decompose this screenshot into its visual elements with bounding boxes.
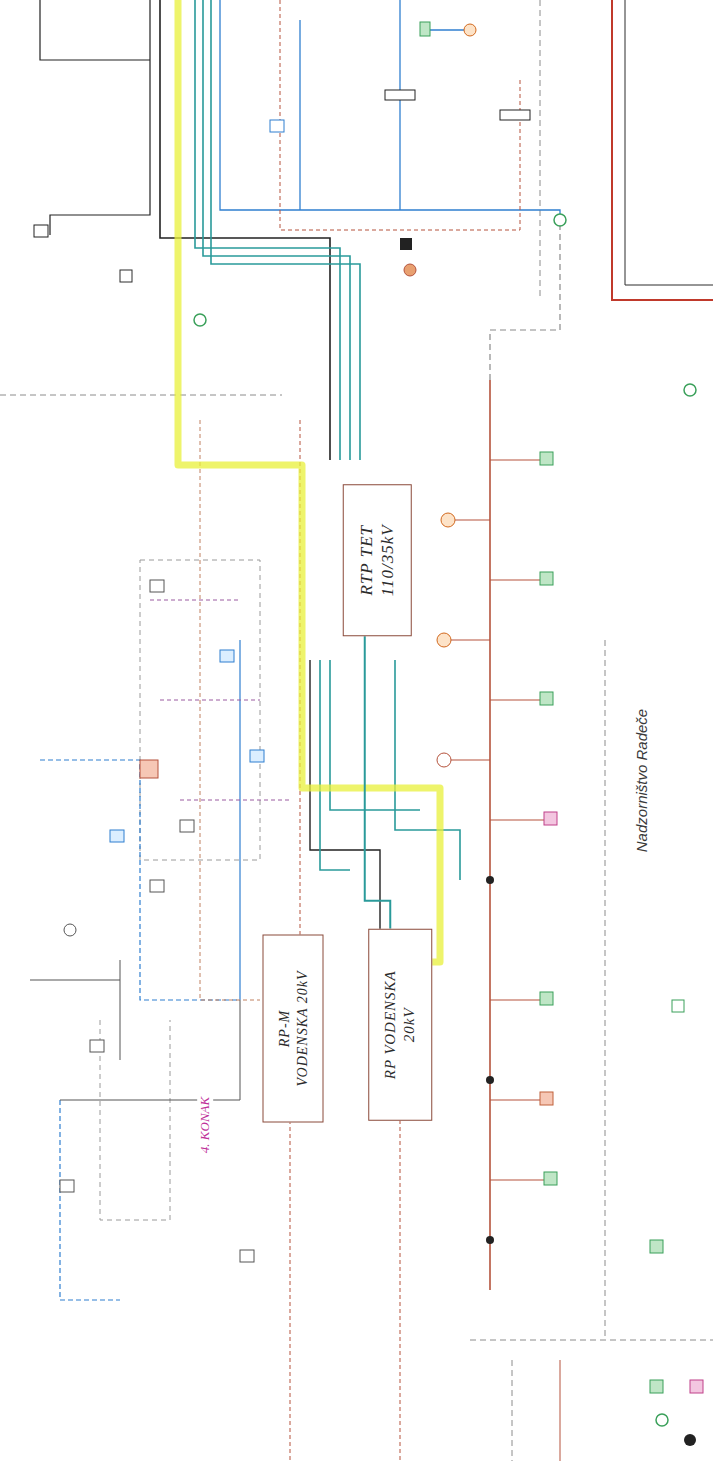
station-symbol — [180, 820, 194, 832]
cable-line — [299, 20, 300, 210]
cable-line — [310, 660, 380, 930]
station-symbol — [110, 830, 124, 842]
junction-dot — [486, 1236, 494, 1244]
station-symbol — [400, 238, 412, 250]
station-symbol — [650, 1240, 663, 1253]
cable-line — [203, 0, 350, 460]
station-symbol — [240, 1250, 254, 1262]
station-symbol — [385, 90, 415, 100]
station-symbol — [690, 1380, 703, 1393]
station-symbol — [420, 22, 430, 36]
station-symbol — [656, 1414, 668, 1426]
station-symbol — [60, 1180, 74, 1192]
station-symbol — [540, 692, 553, 705]
branch-line — [450, 460, 550, 1180]
cable-line — [200, 420, 260, 1000]
region-border — [100, 1020, 170, 1220]
cable-line — [30, 960, 240, 1100]
station-symbol — [150, 580, 164, 592]
cable-line — [50, 0, 150, 235]
station-symbol — [437, 753, 451, 767]
station-symbol — [34, 225, 48, 237]
region-border — [470, 1340, 713, 1341]
station-symbol — [140, 760, 158, 778]
station-symbol — [64, 924, 76, 936]
station-symbol — [120, 270, 132, 282]
station-symbol — [90, 1040, 104, 1052]
station-symbol — [540, 1092, 553, 1105]
cable-line — [40, 0, 150, 60]
station-symbol — [684, 1434, 696, 1446]
cable-line — [220, 0, 560, 220]
cable-line — [239, 640, 240, 1000]
junction-dot — [486, 876, 494, 884]
substation-name: RTP TET 110/35kV — [356, 519, 399, 601]
station-symbol — [650, 1380, 663, 1393]
region-border — [512, 1360, 513, 1461]
cable-line — [400, 1120, 401, 1461]
station-symbol — [404, 264, 416, 276]
station-symbol — [500, 110, 530, 120]
region-border — [612, 0, 713, 300]
station-symbol — [544, 1172, 557, 1185]
region-border — [540, 0, 541, 300]
map-label: Nadzorništvo Radeče — [633, 705, 650, 854]
substation-box: RP-M VODENSKA 20kV — [263, 934, 324, 1122]
cable-line — [490, 220, 560, 380]
cable-line — [560, 1360, 561, 1461]
cable-line — [320, 660, 350, 870]
cable-line — [489, 380, 491, 1290]
region-border — [605, 640, 606, 1340]
station-symbol — [684, 384, 696, 396]
station-symbol — [437, 633, 451, 647]
cable-connector — [365, 636, 391, 929]
station-symbol — [540, 992, 553, 1005]
station-symbol — [150, 880, 164, 892]
region-border — [625, 0, 713, 285]
junction-dot — [486, 1076, 494, 1084]
station-symbol — [540, 452, 553, 465]
station-symbol — [464, 24, 476, 36]
cable-line — [150, 600, 290, 800]
substation-name: RP-M VODENSKA 20kV — [276, 969, 311, 1087]
cable-line — [60, 1100, 120, 1300]
station-symbol — [270, 120, 284, 132]
cable-line — [395, 660, 460, 880]
substation-name: RP VODENSKA 20kV — [381, 964, 419, 1086]
station-symbol — [544, 812, 557, 825]
cable-line — [280, 0, 520, 230]
station-symbol — [250, 750, 264, 762]
highlighted-route — [178, 0, 440, 962]
cable-line — [399, 0, 400, 210]
station-symbol — [554, 214, 566, 226]
station-symbol — [441, 513, 455, 527]
station-symbol — [194, 314, 206, 326]
substation-box: RTP TET 110/35kV — [343, 484, 412, 636]
station-symbol — [220, 650, 234, 662]
station-symbol — [540, 572, 553, 585]
station-symbol — [672, 1000, 684, 1012]
region-border — [0, 395, 282, 396]
map-label: 4. KONAK — [197, 1094, 213, 1156]
substation-box: RP VODENSKA 20kV — [368, 929, 432, 1121]
cable-line — [290, 1120, 291, 1461]
cable-line — [40, 760, 240, 1000]
